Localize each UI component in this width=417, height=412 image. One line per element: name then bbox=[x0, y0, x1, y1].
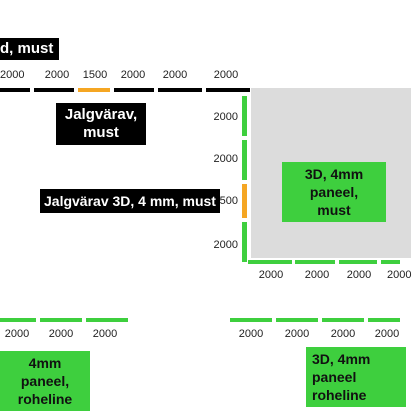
dim-panel-bottom-4: 2000 bbox=[387, 269, 412, 281]
fence-segment-panel-bottom-2 bbox=[295, 260, 335, 264]
fence-segment-left-2 bbox=[242, 140, 247, 180]
dim-top-6: 2000 bbox=[213, 69, 239, 81]
dim-bottom-right-1: 2000 bbox=[238, 328, 264, 340]
label-top-left: d, must bbox=[0, 38, 60, 60]
fence-segment-left-3 bbox=[242, 222, 247, 262]
fence-segment-panel-bottom-1 bbox=[248, 260, 292, 264]
dim-top-5: 2000 bbox=[162, 69, 188, 81]
dim-panel-bottom-1: 2000 bbox=[258, 269, 284, 281]
dim-bottom-left-3: 2000 bbox=[92, 328, 118, 340]
dim-top-4: 2000 bbox=[120, 69, 146, 81]
fence-segment-bottom-left-2 bbox=[40, 318, 82, 322]
dim-bottom-right-4: 2000 bbox=[374, 328, 400, 340]
dim-top-3: 1500 bbox=[82, 69, 108, 81]
fence-segment-top-2 bbox=[34, 88, 74, 92]
fence-segment-left-1 bbox=[242, 96, 247, 136]
fence-segment-top-4 bbox=[158, 88, 202, 92]
dim-panel-bottom-2: 2000 bbox=[304, 269, 330, 281]
dim-bottom-left-1: 2000 bbox=[4, 328, 30, 340]
fence-segment-bottom-right-3 bbox=[322, 318, 364, 322]
gate-segment-top bbox=[78, 88, 110, 92]
fence-segment-top-1 bbox=[0, 88, 30, 92]
label-gate-3d: Jalgvärav 3D, 4 mm, must bbox=[40, 189, 220, 213]
fence-segment-panel-bottom-3 bbox=[339, 260, 377, 264]
dim-top-2: 2000 bbox=[44, 69, 70, 81]
gate-segment-left bbox=[242, 184, 247, 218]
dim-left-1: 2000 bbox=[213, 111, 238, 123]
dim-left-2: 2000 bbox=[213, 153, 238, 165]
label-bottom-right: 3D, 4mm paneel roheline bbox=[306, 347, 406, 407]
dim-top-1: 2000 bbox=[0, 69, 25, 81]
fence-segment-bottom-right-2 bbox=[276, 318, 318, 322]
dim-bottom-left-2: 2000 bbox=[48, 328, 74, 340]
label-panel-right: 3D, 4mm paneel, must bbox=[282, 162, 386, 222]
fence-segment-top-5 bbox=[206, 88, 250, 92]
label-bottom-left: 4mm paneel, roheline bbox=[0, 351, 90, 411]
dim-bottom-right-3: 2000 bbox=[330, 328, 356, 340]
fence-segment-bottom-left-1 bbox=[0, 318, 36, 322]
label-gate-top: Jalgvärav, must bbox=[56, 103, 146, 145]
fence-segment-bottom-right-1 bbox=[230, 318, 272, 322]
dim-bottom-right-2: 2000 bbox=[284, 328, 310, 340]
dim-panel-bottom-3: 2000 bbox=[346, 269, 372, 281]
fence-segment-bottom-right-4 bbox=[368, 318, 400, 322]
dim-left-4: 2000 bbox=[213, 239, 238, 251]
fence-segment-top-3 bbox=[114, 88, 154, 92]
fence-segment-panel-bottom-4 bbox=[381, 260, 400, 264]
fence-segment-bottom-left-3 bbox=[86, 318, 128, 322]
